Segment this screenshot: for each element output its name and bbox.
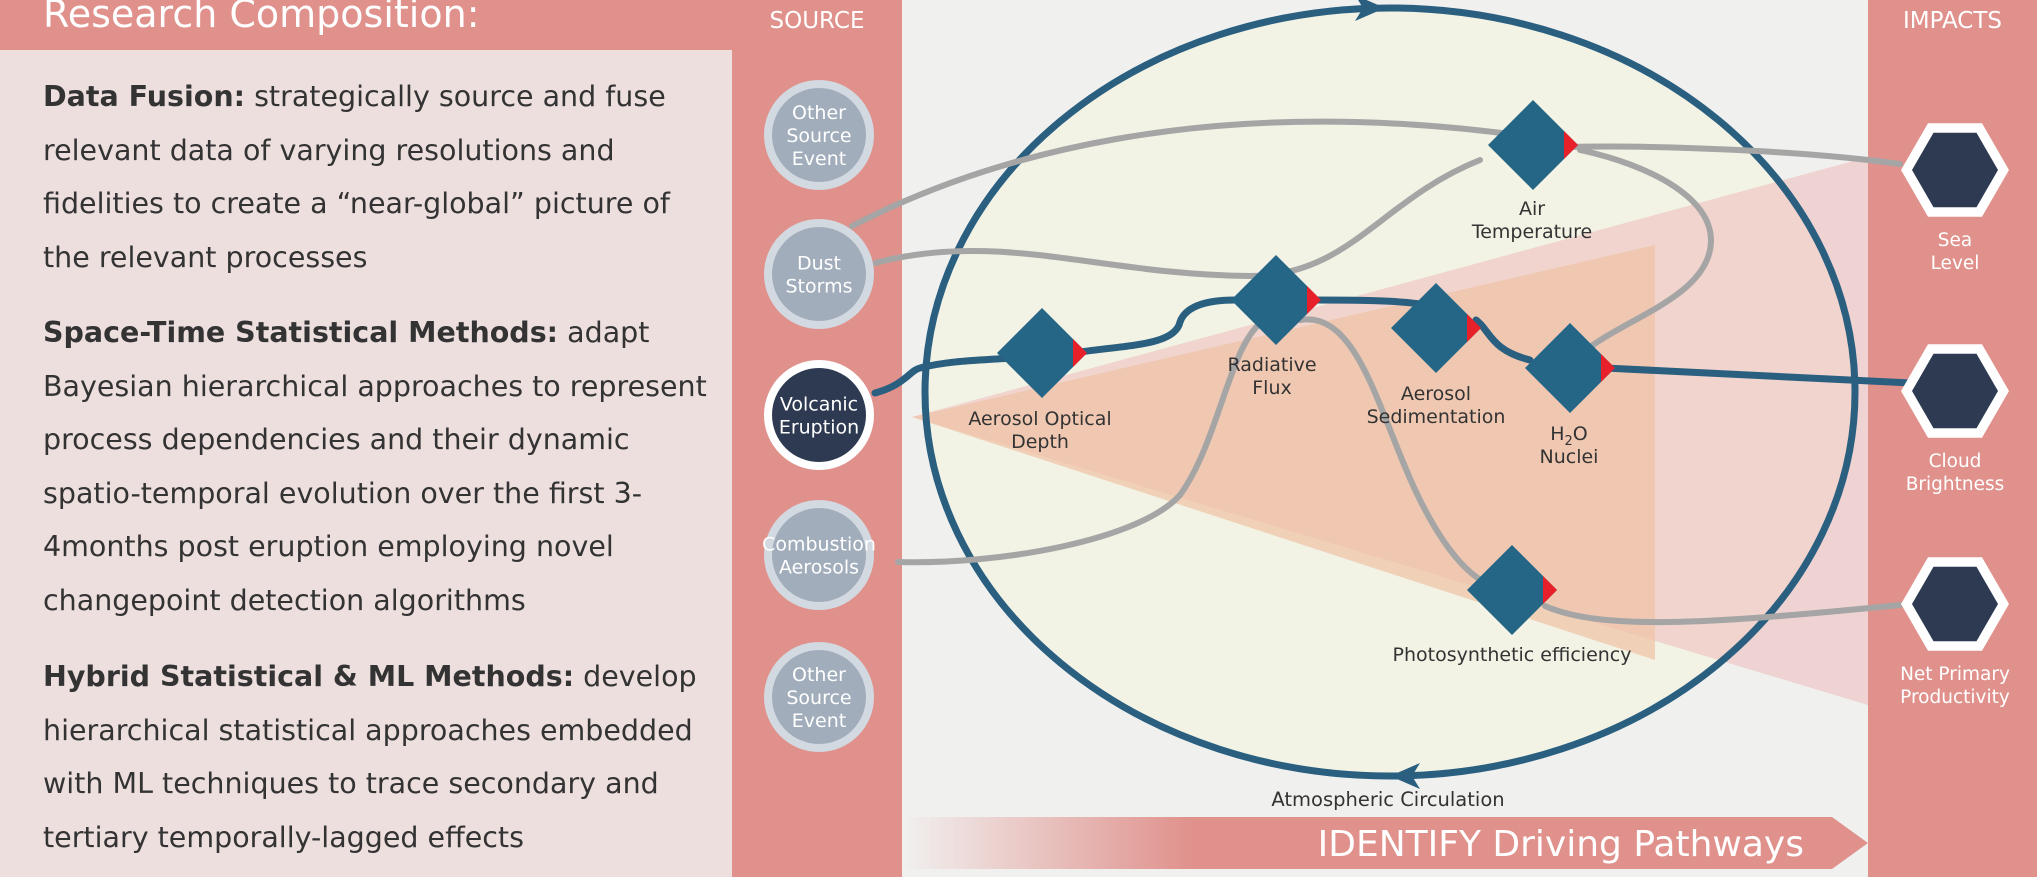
process-node-label: Air xyxy=(1519,198,1545,220)
pathway-source-to-air-temp xyxy=(849,118,1535,229)
paragraph-space-time: Space-Time Statistical Methods: adapt Ba… xyxy=(43,306,713,627)
process-node-label-subscript: 2 xyxy=(1565,434,1573,449)
process-node-marker xyxy=(1307,286,1321,314)
pathway-volcanic-to-aod xyxy=(871,354,1014,397)
paragraph-hybrid-ml: Hybrid Statistical & ML Methods: develop… xyxy=(43,650,713,864)
source-node-label: Eruption xyxy=(779,417,859,439)
process-node-label: Temperature xyxy=(1471,221,1592,243)
process-node-label: Flux xyxy=(1252,377,1292,399)
source-node-label: Aerosols xyxy=(779,557,859,579)
page-title: Research Composition: xyxy=(43,0,480,36)
atmospheric-circulation-label: Atmospheric Circulation xyxy=(1271,788,1504,811)
paragraph-heading: Space-Time Statistical Methods: xyxy=(43,316,559,349)
process-node-diamond xyxy=(1525,323,1615,413)
pathway-combustion-to-radiative xyxy=(895,317,1268,566)
pathway-air-temp-to-h2o xyxy=(1577,147,1714,358)
source-node-circle xyxy=(772,650,866,744)
circulation-arrow-bottom-icon xyxy=(1390,763,1420,789)
paragraph-data-fusion: Data Fusion: strategically source and fu… xyxy=(43,70,713,284)
pathway-cone xyxy=(912,245,1655,660)
process-node-label: Depth xyxy=(1011,431,1069,453)
process-node-diamond xyxy=(1488,100,1578,190)
paragraph-heading: Data Fusion: xyxy=(43,80,246,113)
circulation-arrow-top-icon xyxy=(1355,0,1385,21)
source-node-label: Source xyxy=(786,125,851,147)
source-node-circle xyxy=(772,508,866,602)
process-node-marker xyxy=(1467,314,1481,342)
impact-node-hexagon xyxy=(1912,353,1998,429)
impact-node-label: Level xyxy=(1931,253,1980,274)
source-node-label: Other xyxy=(792,664,846,686)
research-composition-panel: Data Fusion: strategically source and fu… xyxy=(0,50,732,877)
impact-node-label: Net Primary xyxy=(1900,664,2010,685)
process-node-label: Radiative xyxy=(1227,354,1316,376)
process-node-photo[interactable]: Photosynthetic efficiency xyxy=(1393,545,1632,666)
paragraph-heading: Hybrid Statistical & ML Methods: xyxy=(43,660,575,693)
pathway-h2o-to-cloud xyxy=(1601,364,1914,387)
impact-node-label: Productivity xyxy=(1900,687,2010,708)
process-node-diamond xyxy=(1467,545,1557,635)
process-node-marker xyxy=(1564,131,1578,159)
source-node-label: Dust xyxy=(797,253,841,275)
process-node-label: Aerosol Optical xyxy=(968,408,1111,430)
process-node-label: Photosynthetic efficiency xyxy=(1393,644,1632,666)
process-node-marker xyxy=(1601,354,1615,382)
impact-node-hexagon xyxy=(1912,132,1998,208)
pathway-sed-to-h2o xyxy=(1472,316,1534,364)
source-node-label: Other xyxy=(792,102,846,124)
impact-node-hexagon xyxy=(1912,566,1998,642)
source-node-circle xyxy=(772,368,866,462)
paragraph-body: strategically source and fuse relevant d… xyxy=(43,80,670,274)
source-node-circle xyxy=(772,88,866,182)
impact-node-label: Sea xyxy=(1938,230,1972,251)
source-node-label: Combustion xyxy=(762,534,876,556)
process-node-marker xyxy=(1073,339,1087,367)
process-node-label: Nuclei xyxy=(1540,446,1599,468)
impact-node-label: Cloud xyxy=(1929,451,1982,472)
impacts-title: IMPACTS xyxy=(1902,8,2003,34)
process-node-diamond xyxy=(997,308,1087,398)
paragraph-body: adapt Bayesian hierarchical approaches t… xyxy=(43,316,707,617)
driving-pathways-banner xyxy=(903,817,1868,869)
source-title: SOURCE xyxy=(769,8,865,34)
process-node-diamond xyxy=(1391,283,1481,373)
process-node-label: Aerosol xyxy=(1401,383,1471,405)
source-node-circle xyxy=(772,227,866,321)
impact-node-label: Brightness xyxy=(1906,474,2005,495)
process-node-label-part: H xyxy=(1550,423,1564,445)
driving-pathways-banner-label: IDENTIFY Driving Pathways xyxy=(1318,824,1804,865)
source-node-label: Event xyxy=(792,148,846,170)
pathway-aod-to-radiative xyxy=(1076,296,1239,356)
process-node-label-part: O xyxy=(1573,423,1588,445)
process-node-label: Sedimentation xyxy=(1367,406,1506,428)
pathway-radiative-to-photo xyxy=(1297,316,1515,593)
process-node-label: H2O xyxy=(1550,423,1588,449)
process-node-diamond xyxy=(1231,255,1321,345)
process-node-marker xyxy=(1543,576,1557,604)
header-bar: Research Composition: xyxy=(0,0,732,50)
source-node-label: Storms xyxy=(785,276,852,298)
pathway-dust-to-air-temp xyxy=(872,157,1483,280)
source-node-label: Source xyxy=(786,687,851,709)
pathway-photo-to-npp xyxy=(1542,602,1903,626)
paragraph-body: develop hierarchical statistical approac… xyxy=(43,660,697,854)
source-node-label: Volcanic xyxy=(780,394,858,416)
source-node-label: Event xyxy=(792,710,846,732)
pathway-air-temp-to-sea-level xyxy=(1565,143,1903,167)
